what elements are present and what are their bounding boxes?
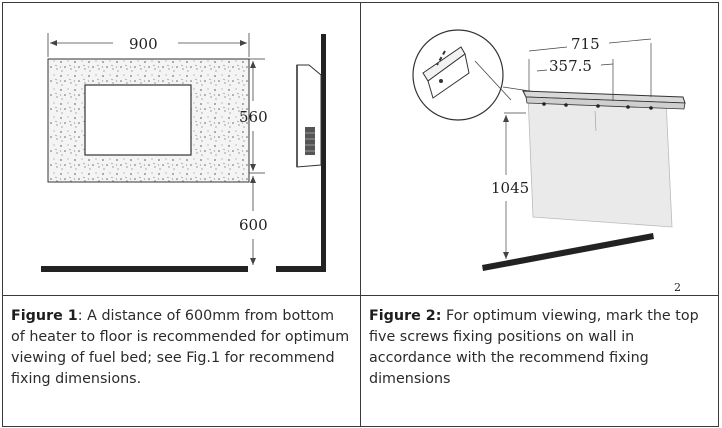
heater-fire-opening [84,84,192,156]
figure-1-caption-cell: Figure 1: A distance of 600mm from botto… [2,295,361,427]
screw-hole-4 [626,105,630,109]
figure-2-caption: Figure 2: For optimum viewing, mark the … [361,296,718,398]
floor-line [482,233,654,271]
figure-2-cell: 715 357.5 1045 2 [360,2,719,296]
screw-hole-3 [596,104,600,108]
figure-2-caption-label: Figure 2: [369,308,442,324]
heater-vent [305,127,315,155]
wall-side-view [321,34,326,272]
screw-hole-5 [649,106,653,110]
screw-hole-2 [564,103,568,107]
figure-2-caption-cell: Figure 2: For optimum viewing, mark the … [360,295,719,427]
corner-mark: 2 [674,281,681,293]
dimension-width-label: 900 [129,35,158,53]
dimension-spacing-outer-label: 715 [571,35,600,53]
dimension-spacing-half-label: 357.5 [549,57,592,75]
figure-1-drawing: 900 560 600 [41,33,326,272]
figure-1-caption-label: Figure 1 [11,308,78,324]
dimension-height-label: 560 [239,108,268,126]
dimension-floor-gap-label: 600 [239,216,268,234]
dimension-height-label: 1045 [491,179,529,197]
figure-1-cell: 900 560 600 [2,2,361,296]
figure-1-caption: Figure 1: A distance of 600mm from botto… [3,296,360,398]
figure-2-drawing: 715 357.5 1045 2 [412,29,686,293]
screw-hole-1 [542,102,546,106]
floor-line [41,266,248,272]
figure-2-caption-text: For optimum viewing, mark the top five s… [369,308,699,387]
floor-side-view [276,266,326,272]
heater-back-panel [527,94,673,228]
figure-1-caption-text: : A distance of 600mm from bottom of hea… [11,308,350,387]
